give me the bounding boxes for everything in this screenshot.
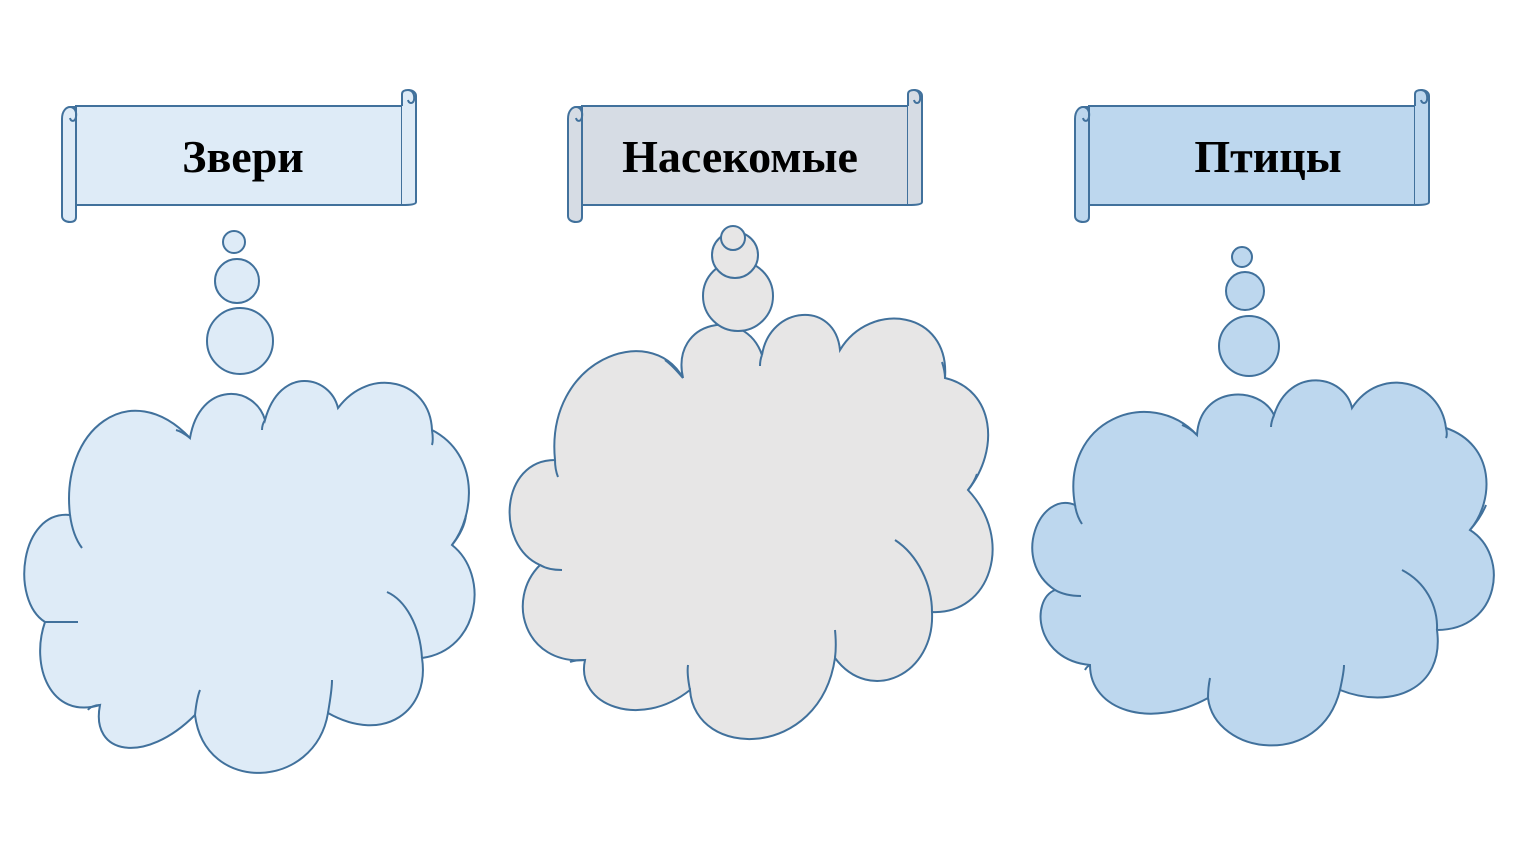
category-insects: Насекомые bbox=[508, 89, 994, 741]
thought-bubble-small bbox=[1231, 246, 1253, 268]
cloud-insects-inner-arcs bbox=[539, 354, 978, 691]
thought-bubbles-animals bbox=[206, 230, 274, 375]
banner-label-insects: Насекомые bbox=[622, 131, 858, 182]
thought-bubble-medium bbox=[1225, 271, 1265, 311]
thought-bubble-small bbox=[720, 225, 746, 251]
cloud-birds bbox=[1031, 379, 1495, 747]
category-animals: Звери bbox=[23, 89, 476, 774]
banner-label-birds: Птицы bbox=[1194, 131, 1341, 182]
thought-bubble-medium bbox=[214, 258, 260, 304]
thought-bubble-large bbox=[206, 307, 274, 375]
cloud-birds-inner-arcs bbox=[1054, 414, 1487, 699]
cloud-animals bbox=[23, 380, 476, 774]
thought-bubble-small bbox=[222, 230, 246, 254]
banner-label-animals: Звери bbox=[182, 131, 304, 182]
cloud-animals-inner-arcs bbox=[45, 419, 467, 716]
thought-bubble-large bbox=[1218, 315, 1280, 377]
cloud-insects bbox=[508, 313, 994, 741]
thought-bubbles-insects bbox=[702, 225, 774, 332]
thought-bubbles-birds bbox=[1218, 246, 1280, 377]
category-birds: Птицы bbox=[1031, 89, 1495, 747]
